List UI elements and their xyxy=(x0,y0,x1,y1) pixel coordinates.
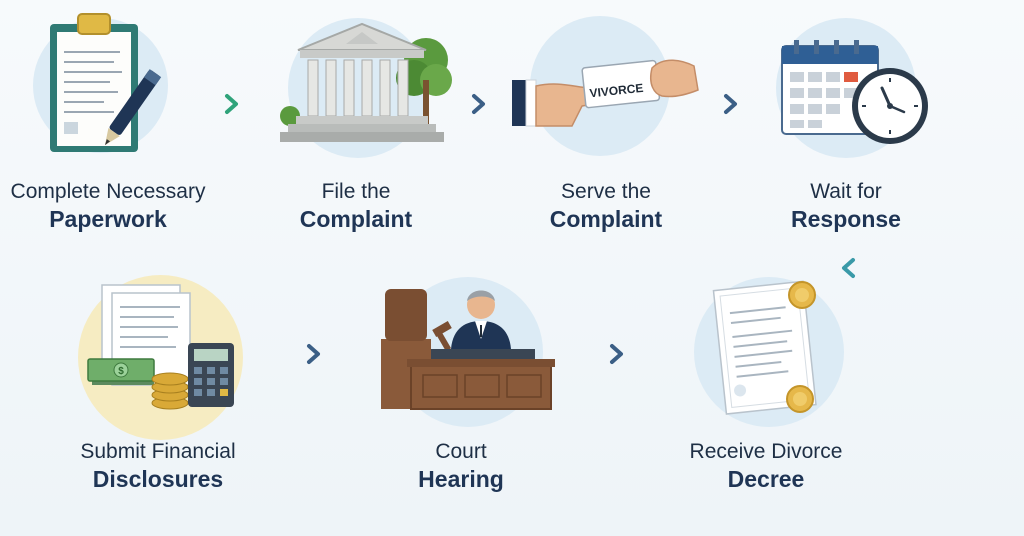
step-title-line1: Receive Divorce xyxy=(689,440,843,463)
step-submit-disclosures: $ Submit Financial Disclosures xyxy=(38,265,278,505)
chevron-right-icon xyxy=(720,93,742,115)
chevron-right-icon xyxy=(303,343,325,365)
card-text: VIVORCE xyxy=(589,81,644,101)
step-title-line2: Hearing xyxy=(418,466,504,492)
step-court-hearing: Court Hearing xyxy=(341,265,581,505)
calendar-clock-icon xyxy=(778,40,938,150)
step-title-line2: Complaint xyxy=(299,206,413,232)
handing-papers-icon: VIVORCE xyxy=(512,50,702,140)
chevron-right-icon xyxy=(606,343,628,365)
chevron-left-icon xyxy=(838,257,860,279)
step-title-line2: Paperwork xyxy=(49,206,167,232)
step-title-line1: Serve the xyxy=(561,180,651,203)
certificate-icon xyxy=(706,275,836,425)
step-serve-complaint: VIVORCE Serve the Complaint xyxy=(486,0,726,250)
svg-text:$: $ xyxy=(118,366,124,377)
step-complete-paperwork: Complete Necessary Paperwork xyxy=(0,0,228,250)
step-title-line1: File the xyxy=(321,180,391,203)
step-title-line1: Court xyxy=(435,440,487,463)
clipboard-pen-icon xyxy=(40,8,190,163)
judge-bench-icon xyxy=(371,279,561,419)
step-title-line1: Submit Financial xyxy=(80,440,236,463)
courthouse-icon xyxy=(276,20,456,150)
step-title-line2: Complaint xyxy=(549,206,663,232)
chevron-right-icon xyxy=(221,93,243,115)
step-title-line2: Response xyxy=(791,206,901,232)
step-title-line1: Complete Necessary xyxy=(10,180,206,203)
step-title-line2: Decree xyxy=(727,466,805,492)
chevron-right-icon xyxy=(468,93,490,115)
step-receive-decree: Receive Divorce Decree xyxy=(646,265,886,505)
money-calculator-icon: $ xyxy=(82,279,242,429)
step-wait-response: Wait for Response xyxy=(726,0,966,250)
step-title-line2: Disclosures xyxy=(92,466,224,492)
step-file-complaint: File the Complaint xyxy=(236,0,476,250)
step-title-line1: Wait for xyxy=(810,180,882,203)
